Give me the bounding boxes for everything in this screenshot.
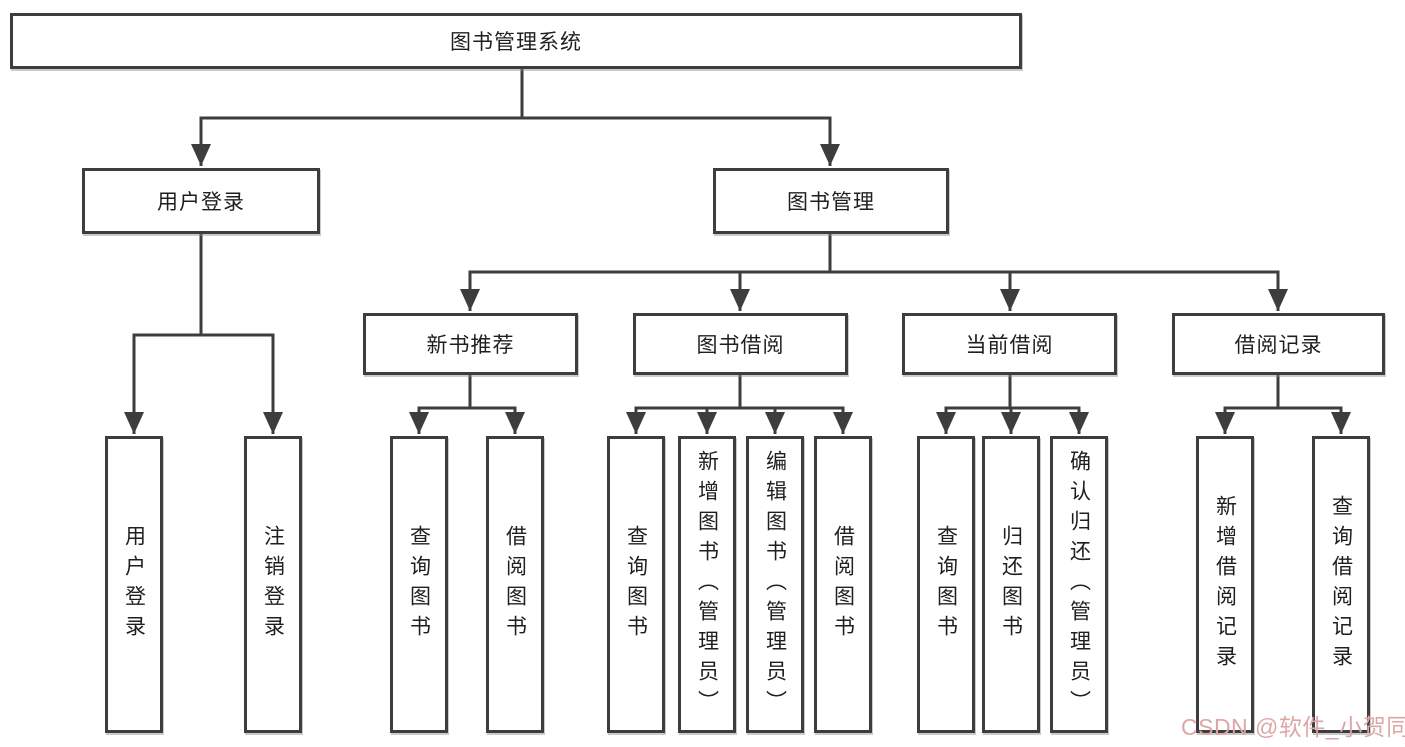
leaf-add-borrow-record-label: 新增借阅记录 xyxy=(1213,494,1237,675)
leaf-edit-book-admin: 编辑图书（管理员） xyxy=(746,436,804,733)
leaf-borrow-books-recommend-label: 借阅图书 xyxy=(503,524,527,645)
node-book-borrow-label: 图书借阅 xyxy=(696,334,785,357)
leaf-add-book-admin: 新增图书（管理员） xyxy=(678,436,736,733)
node-borrow-records-label: 借阅记录 xyxy=(1234,334,1323,357)
node-new-book-recommend-label: 新书推荐 xyxy=(426,334,515,357)
node-library-system: 图书管理系统 xyxy=(10,13,1022,69)
node-library-system-label: 图书管理系统 xyxy=(450,31,582,54)
node-current-borrow-label: 当前借阅 xyxy=(965,334,1054,357)
connector-book-management-branch xyxy=(460,232,1288,311)
connector-new-book-branch xyxy=(409,373,525,434)
leaf-logout-label: 注销登录 xyxy=(261,524,285,645)
leaf-borrow-books-recommend: 借阅图书 xyxy=(486,436,544,733)
leaf-confirm-return-admin: 确认归还（管理员） xyxy=(1050,436,1108,733)
leaf-logout: 注销登录 xyxy=(244,436,302,733)
leaf-user-login-label: 用户登录 xyxy=(122,524,146,645)
connector-borrow-records-branch xyxy=(1215,373,1351,434)
leaf-edit-book-admin-label: 编辑图书（管理员） xyxy=(763,449,787,720)
watermark-text: CSDN @软件_小贺同学 xyxy=(1181,714,1405,740)
leaf-add-book-admin-label: 新增图书（管理员） xyxy=(695,449,719,720)
connector-user-login-branch xyxy=(124,232,283,434)
node-book-management: 图书管理 xyxy=(713,168,949,234)
node-user-login-label: 用户登录 xyxy=(157,191,245,214)
node-borrow-records: 借阅记录 xyxy=(1172,313,1385,375)
node-book-management-label: 图书管理 xyxy=(787,191,875,214)
connector-current-borrow-branch xyxy=(936,373,1089,434)
leaf-add-borrow-record: 新增借阅记录 xyxy=(1196,436,1254,733)
leaf-user-login: 用户登录 xyxy=(105,436,163,733)
leaf-query-books-current-label: 查询图书 xyxy=(934,524,958,645)
leaf-query-books-recommend: 查询图书 xyxy=(390,436,448,733)
leaf-confirm-return-admin-label: 确认归还（管理员） xyxy=(1067,449,1091,720)
node-book-borrow: 图书借阅 xyxy=(633,313,848,375)
leaf-query-books-borrow-label: 查询图书 xyxy=(624,524,648,645)
leaf-query-books-recommend-label: 查询图书 xyxy=(407,524,431,645)
leaf-return-books: 归还图书 xyxy=(982,436,1040,733)
connector-root-to-level2 xyxy=(191,67,840,166)
node-new-book-recommend: 新书推荐 xyxy=(363,313,578,375)
leaf-return-books-label: 归还图书 xyxy=(999,524,1023,645)
leaf-query-books-borrow: 查询图书 xyxy=(607,436,665,733)
node-current-borrow: 当前借阅 xyxy=(902,313,1117,375)
leaf-borrow-books: 借阅图书 xyxy=(814,436,872,733)
node-user-login: 用户登录 xyxy=(82,168,320,234)
leaf-query-borrow-record-label: 查询借阅记录 xyxy=(1329,494,1353,675)
leaf-borrow-books-label: 借阅图书 xyxy=(831,524,855,645)
leaf-query-borrow-record: 查询借阅记录 xyxy=(1312,436,1370,733)
leaf-query-books-current: 查询图书 xyxy=(917,436,975,733)
connector-book-borrow-branch xyxy=(626,373,853,434)
